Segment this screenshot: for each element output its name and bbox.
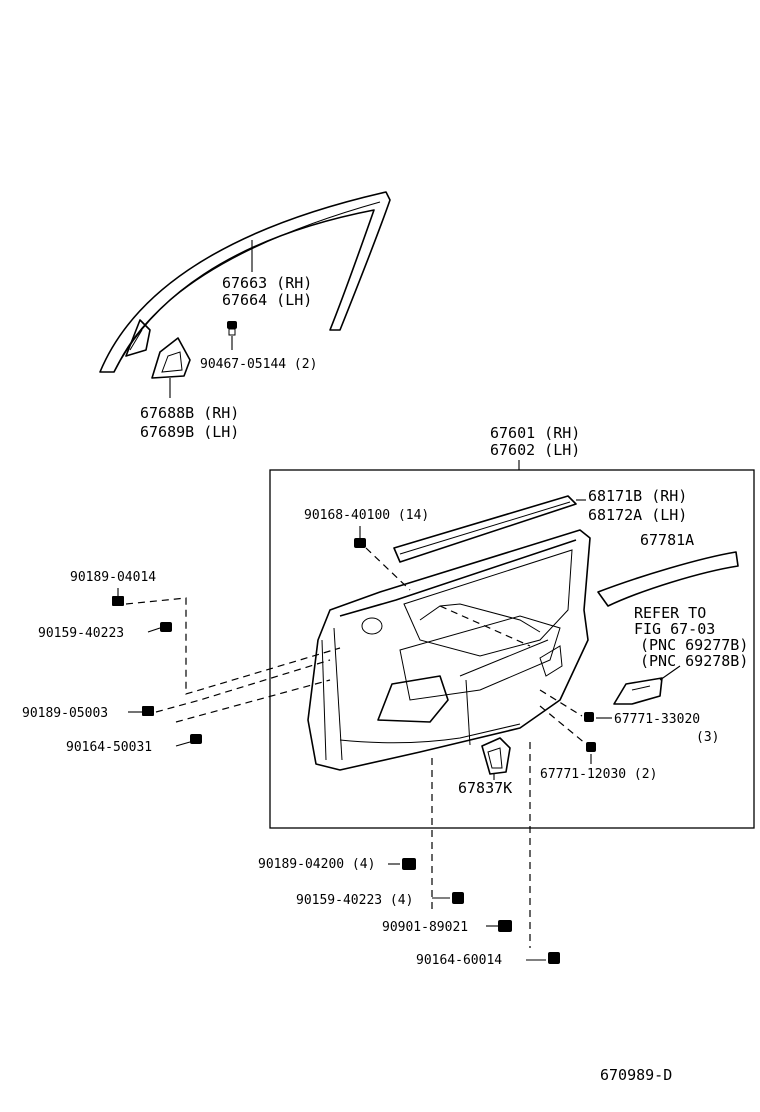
clip-icon-67771-a	[584, 712, 594, 722]
label-clip-90467: 90467-05144 (2)	[200, 357, 317, 372]
mirror-cover-part	[151, 337, 191, 379]
clip-icon-67771-b	[586, 742, 596, 752]
refer-note-line1: REFER TO	[634, 604, 706, 622]
screw-icon	[354, 538, 411, 591]
label-nut-90189-04014: 90189-04014	[70, 570, 156, 585]
screw-icon-bottom	[452, 892, 464, 904]
nut-icon-bottom-2	[498, 920, 512, 932]
label-clip-67771-12030: 67771-12030 (2)	[540, 767, 657, 782]
label-weatherstrip-lh: 67664 (LH)	[222, 291, 312, 309]
nut-icon-bottom	[402, 858, 416, 870]
belt-strip-part	[393, 495, 577, 563]
refer-note-line4: (PNC 69278B)	[640, 652, 748, 670]
switch-base-part	[613, 677, 663, 705]
nut-icon-2	[142, 706, 154, 716]
label-weatherstrip-rh: 67663 (RH)	[222, 274, 312, 292]
label-nut-90189-05003: 90189-05003	[22, 706, 108, 721]
label-screw-90168: 90168-40100 (14)	[304, 508, 429, 523]
label-nut-90189-04200: 90189-04200 (4)	[258, 857, 375, 872]
label-cover-lh: 67689B (LH)	[140, 423, 239, 441]
label-moulding: 67781A	[640, 531, 694, 549]
screw-icon-left-2	[190, 734, 202, 744]
label-panel-rh: 67601 (RH)	[490, 424, 580, 442]
label-screw-90164-60014: 90164-60014	[416, 953, 502, 968]
label-strip-lh: 68172A (LH)	[588, 506, 687, 524]
diagram-id: 670989-D	[600, 1066, 672, 1084]
label-clip-67771-33020-qty: (3)	[696, 730, 719, 745]
moulding-part	[597, 551, 739, 607]
screw-icon-bottom-2	[548, 952, 560, 964]
label-panel-lh: 67602 (LH)	[490, 441, 580, 459]
screw-icon-left	[160, 622, 172, 632]
label-screw-90159-40223-4: 90159-40223 (4)	[296, 893, 413, 908]
weatherstrip-part	[99, 191, 391, 373]
door-trim-panel	[307, 529, 591, 771]
label-strip-rh: 68171B (RH)	[588, 487, 687, 505]
refer-note-line3: (PNC 69277B)	[640, 636, 748, 654]
label-screw-90164-50031: 90164-50031	[66, 740, 152, 755]
label-nut-90901-89021: 90901-89021	[382, 920, 468, 935]
refer-note-line2: FIG 67-03	[634, 620, 715, 638]
cup-part	[481, 737, 511, 775]
clip-icon	[227, 321, 237, 336]
label-cup-67837k: 67837K	[458, 779, 512, 797]
label-screw-90159-40223: 90159-40223	[38, 626, 124, 641]
label-cover-rh: 67688B (RH)	[140, 404, 239, 422]
panel-assembly-box	[269, 469, 755, 829]
label-clip-67771-33020: 67771-33020	[614, 712, 700, 727]
nut-icon	[112, 596, 124, 606]
